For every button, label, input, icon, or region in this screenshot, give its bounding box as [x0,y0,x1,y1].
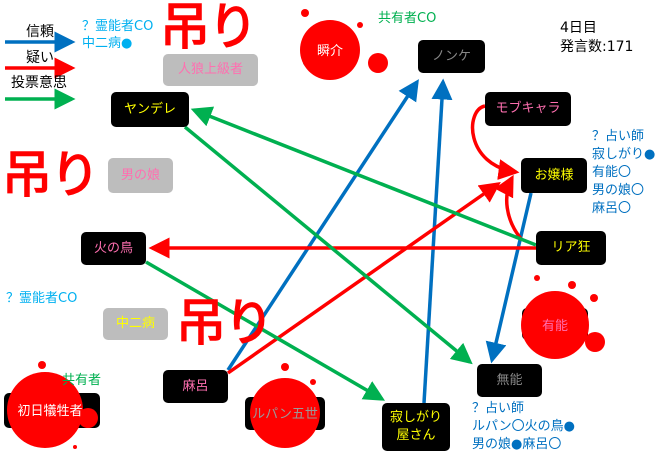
arrow-maro-ojousama [226,181,501,375]
node-ojousama[interactable]: お嬢様 [521,158,587,193]
node-chuunibyou[interactable]: 中二病 [103,308,168,340]
arrow-yandere-munou [183,125,473,365]
legend-doubt-label: 疑い [26,50,54,66]
arrow-maro-nonke [226,79,419,371]
ojousama-seer-4: 男の娘〇 [592,183,645,198]
munou-seer-2: ルパン〇火の鳥● [472,419,575,434]
node-otokonoko[interactable]: 男の娘 [108,158,173,193]
node-first-victim-label: 初日犠牲者 [17,403,82,419]
node-hinotori[interactable]: 火の鳥 [81,232,146,265]
legend-vote-label: 投票意思 [11,75,67,91]
munou-seer-3: 男の娘●麻呂〇 [472,437,562,452]
node-munou[interactable]: 無能 [477,364,542,397]
arrow-riakyo-ojousama [494,174,524,242]
hang-mark-werewolf-expert: 吊り [160,0,258,56]
node-maro[interactable]: 麻呂 [163,370,228,403]
first-victim-role-note: 共有者 [62,373,102,388]
legend-trust-label: 信頼 [26,24,54,40]
medium-co-note: ？霊能者CO [6,291,78,306]
ojousama-seer-1: ？占い師 [592,129,645,144]
node-yuunou-label: 有能 [542,319,568,334]
chuuni-note-2: 中二病● [82,36,133,51]
blood-splat-icon: 瞬介 [300,9,388,80]
arrow-riakyo-yandere [190,106,537,247]
day-label: 4日目 [560,20,597,36]
arrow-hinotori-sabishigari [145,260,386,401]
shunsuke-co-note: 共有者CO [378,11,437,26]
arrow-mob-ojousama [470,104,520,181]
node-nonke[interactable]: ノンケ [418,40,485,73]
arrow-sabishigari-nonke [422,78,453,404]
chuuni-note-1: ？霊能者CO [82,19,154,34]
sabishigari-line-2: 屋さん [396,428,436,443]
ojousama-seer-2: 寂しがり● [592,147,656,162]
node-shunsuke-label: 瞬介 [317,44,343,59]
hang-mark-chuunibyou: 吊り [176,294,274,352]
ojousama-seer-3: 有能〇 [592,165,632,180]
ojousama-seer-5: 麻呂〇 [592,201,632,216]
hang-mark-otokonoko: 吊り [2,146,100,204]
post-count: 発言数:171 [560,39,634,55]
node-mob[interactable]: モブキャラ [485,92,571,126]
munou-seer-1: ？占い師 [472,401,525,416]
node-lupin-label: ルパン五世 [252,407,318,422]
sabishigari-line-1: 寂しがり [389,410,442,425]
node-yandere[interactable]: ヤンデレ [111,92,189,127]
node-riakyo[interactable]: リア狂 [536,231,606,265]
blood-splat-icon: 初日犠牲者 [7,361,98,449]
node-werewolf-expert[interactable]: 人狼上級者 [163,54,258,86]
arrow-ojousama-munou [485,192,533,364]
blood-splat-icon: 有能 [521,275,605,359]
node-sabishigari[interactable]: 寂しがり 屋さん [382,403,450,451]
blood-splat-icon: ルパン五世 [250,363,320,448]
